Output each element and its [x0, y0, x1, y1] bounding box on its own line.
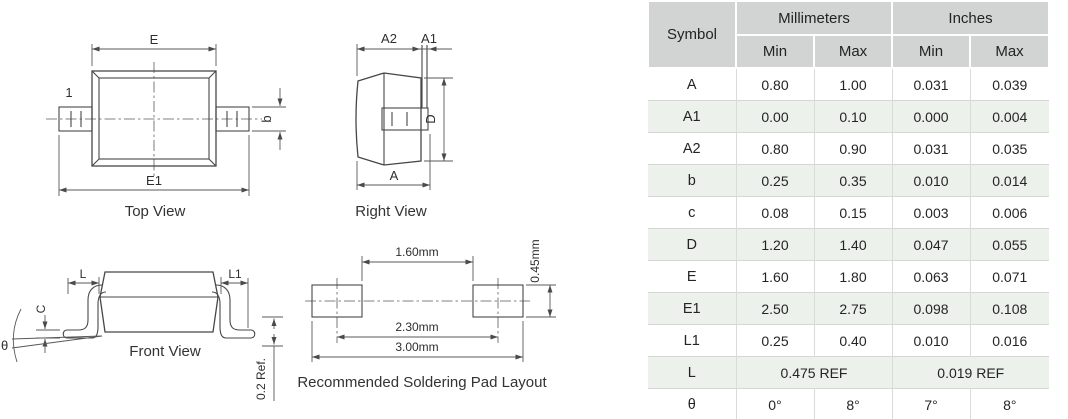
- table-row: E 1.60 1.80 0.063 0.071: [648, 260, 1050, 293]
- dim-label-theta: θ: [1, 338, 8, 353]
- table-row: b 0.25 0.35 0.010 0.014: [648, 164, 1050, 197]
- col-header-in-max: Max: [969, 34, 1051, 69]
- value-cell: 0.003: [892, 196, 971, 229]
- value-cell: 0.039: [970, 67, 1050, 101]
- value-cell: 1.00: [814, 67, 893, 101]
- pin1-indicator: 1: [65, 85, 72, 100]
- package-drawings: E E1 b 1 Top View: [1, 31, 556, 401]
- value-cell: 0.098: [892, 292, 971, 325]
- value-cell: 2.75: [814, 292, 893, 325]
- dim-label-A1: A1: [421, 31, 437, 46]
- dim-label-02ref: 0.2 Ref.: [254, 358, 268, 400]
- value-cell: 1.60: [736, 260, 815, 293]
- dim-label-C: C: [34, 304, 48, 313]
- table-row: θ 0° 8° 7° 8°: [648, 388, 1050, 419]
- pad-layout-title: Recommended Soldering Pad Layout: [297, 374, 547, 391]
- value-cell: 0.35: [814, 164, 893, 197]
- value-cell: 2.50: [736, 292, 815, 325]
- top-view-drawing: E E1 b 1 Top View: [46, 32, 286, 220]
- value-cell: 0.035: [970, 132, 1050, 165]
- symbol-cell: L1: [648, 324, 737, 357]
- value-cell: 7°: [892, 388, 971, 419]
- col-header-mm-min: Min: [735, 34, 815, 69]
- symbol-cell: A2: [648, 132, 737, 165]
- front-view-drawing: L L1 C θ 0.2 Ref. Front View: [1, 267, 283, 401]
- pad-layout-drawing: 1.60mm 0.45mm 2.30mm 3.00mm Recommended …: [297, 239, 556, 391]
- value-cell: 0.010: [892, 324, 971, 357]
- dim-label-b: b: [259, 115, 274, 122]
- table-row: E1 2.50 2.75 0.098 0.108: [648, 292, 1050, 325]
- dim-label-160mm: 1.60mm: [395, 245, 438, 259]
- symbol-cell: c: [648, 196, 737, 229]
- right-view-drawing: A2 A1 D A Right View: [355, 31, 453, 220]
- dim-label-300mm: 3.00mm: [395, 340, 438, 354]
- value-cell: 0.071: [970, 260, 1050, 293]
- dim-label-E: E: [150, 32, 159, 47]
- dim-label-A: A: [390, 168, 399, 183]
- value-cell: 0.40: [814, 324, 893, 357]
- dim-label-E1: E1: [146, 173, 162, 188]
- table-row: c 0.08 0.15 0.003 0.006: [648, 196, 1050, 229]
- symbol-cell: b: [648, 164, 737, 197]
- value-cell: 0.031: [892, 67, 971, 101]
- dim-label-045mm: 0.45mm: [528, 239, 542, 282]
- table-row: D 1.20 1.40 0.047 0.055: [648, 228, 1050, 261]
- value-cell: 0.055: [970, 228, 1050, 261]
- value-cell: 0.80: [736, 132, 815, 165]
- value-cell: 0.08: [736, 196, 815, 229]
- symbol-cell: E1: [648, 292, 737, 325]
- dimension-table: Symbol Millimeters Inches Min Max Min Ma…: [647, 0, 1051, 419]
- value-cell: 0.25: [736, 324, 815, 357]
- table-row: L 0.475 REF 0.019 REF: [648, 356, 1050, 389]
- value-cell: 0.006: [970, 196, 1050, 229]
- symbol-cell: D: [648, 228, 737, 261]
- top-view-title: Top View: [125, 203, 186, 220]
- value-cell: 0.15: [814, 196, 893, 229]
- value-cell-merged: 0.019 REF: [892, 356, 1050, 389]
- col-header-in-min: Min: [891, 34, 972, 69]
- value-cell: 0.063: [892, 260, 971, 293]
- table-row: L1 0.25 0.40 0.010 0.016: [648, 324, 1050, 357]
- dim-label-L1: L1: [228, 267, 242, 281]
- dim-label-230mm: 2.30mm: [395, 320, 438, 334]
- symbol-cell: A: [648, 67, 737, 101]
- table-row: A 0.80 1.00 0.031 0.039: [648, 67, 1050, 101]
- symbol-cell: θ: [648, 388, 737, 419]
- value-cell: 1.40: [814, 228, 893, 261]
- symbol-cell: E: [648, 260, 737, 293]
- value-cell: 0°: [736, 388, 815, 419]
- value-cell: 0.90: [814, 132, 893, 165]
- value-cell: 8°: [970, 388, 1050, 419]
- value-cell: 0.031: [892, 132, 971, 165]
- col-header-symbol: Symbol: [647, 0, 737, 69]
- value-cell-merged: 0.475 REF: [736, 356, 893, 389]
- symbol-cell: L: [648, 356, 737, 389]
- front-view-title: Front View: [129, 343, 201, 360]
- col-header-millimeters: Millimeters: [734, 0, 894, 36]
- value-cell: 0.10: [814, 100, 893, 133]
- value-cell: 0.108: [970, 292, 1050, 325]
- value-cell: 0.000: [892, 100, 971, 133]
- value-cell: 8°: [814, 388, 893, 419]
- value-cell: 1.20: [736, 228, 815, 261]
- value-cell: 0.80: [736, 67, 815, 101]
- value-cell: 0.014: [970, 164, 1050, 197]
- value-cell: 0.016: [970, 324, 1050, 357]
- col-header-inches: Inches: [891, 0, 1051, 36]
- dim-label-D: D: [423, 114, 438, 123]
- table-row: A2 0.80 0.90 0.031 0.035: [648, 132, 1050, 165]
- dim-label-L: L: [80, 267, 87, 281]
- dim-label-A2: A2: [381, 31, 397, 46]
- value-cell: 0.010: [892, 164, 971, 197]
- value-cell: 0.047: [892, 228, 971, 261]
- col-header-mm-max: Max: [812, 34, 894, 69]
- symbol-cell: A1: [648, 100, 737, 133]
- value-cell: 1.80: [814, 260, 893, 293]
- right-view-title: Right View: [355, 203, 427, 220]
- value-cell: 0.004: [970, 100, 1050, 133]
- value-cell: 0.00: [736, 100, 815, 133]
- table-row: A1 0.00 0.10 0.000 0.004: [648, 100, 1050, 133]
- value-cell: 0.25: [736, 164, 815, 197]
